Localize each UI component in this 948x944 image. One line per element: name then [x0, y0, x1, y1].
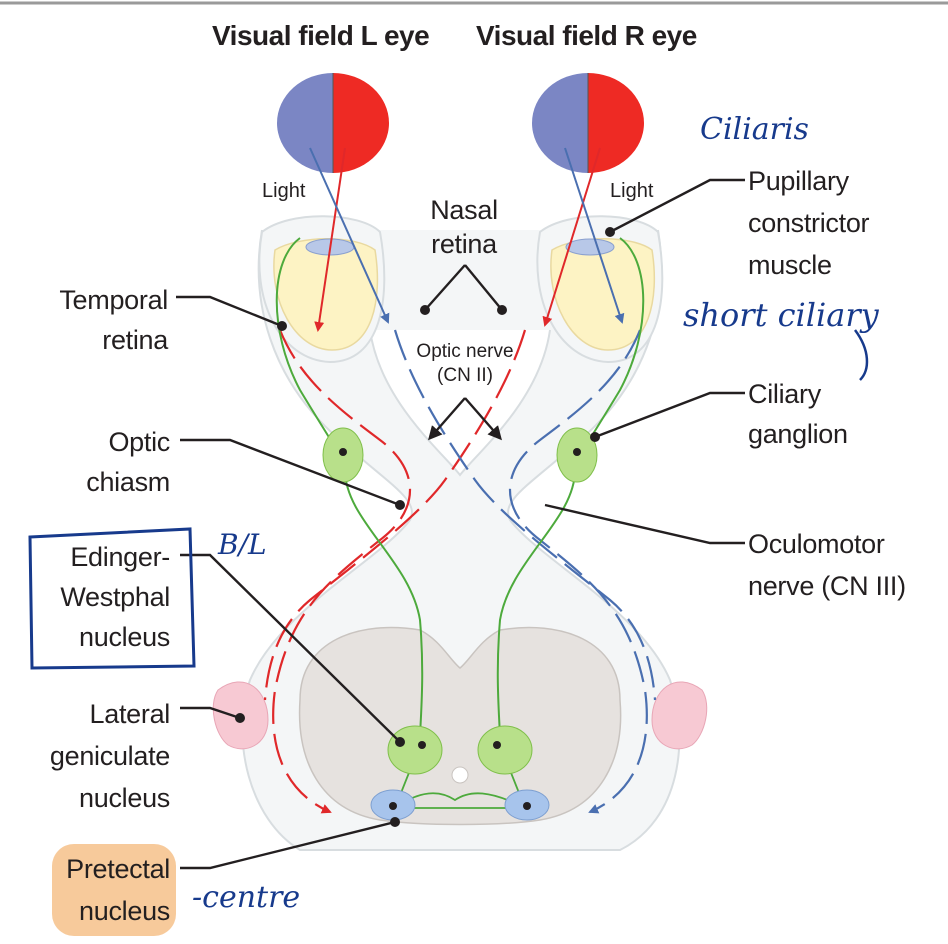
- optic-nerve-label: Optic nerve(CN II): [400, 340, 530, 388]
- short-ciliary-flourish: [855, 330, 867, 380]
- right-lgn: [652, 682, 707, 749]
- right-ew-nucleus: [478, 726, 532, 774]
- handwritten-centre: -centre: [192, 880, 300, 915]
- left-field-temporal-half: [333, 73, 389, 173]
- left-field-nasal-half: [277, 73, 333, 173]
- left-visual-field: [277, 73, 389, 173]
- handwritten-ciliaris: Ciliaris: [700, 112, 809, 147]
- right-field-title: Visual field R eye: [476, 20, 697, 52]
- left-ew-nucleus: [388, 726, 442, 774]
- left-light-label: Light: [262, 180, 305, 203]
- handwritten-short-ciliary: short ciliary: [683, 296, 879, 334]
- handwritten-bilateral: B/L: [218, 528, 267, 561]
- right-visual-field: [532, 73, 644, 173]
- right-field-nasal-half: [532, 73, 588, 173]
- left-field-title: Visual field L eye: [212, 20, 429, 52]
- right-light-label: Light: [610, 180, 653, 203]
